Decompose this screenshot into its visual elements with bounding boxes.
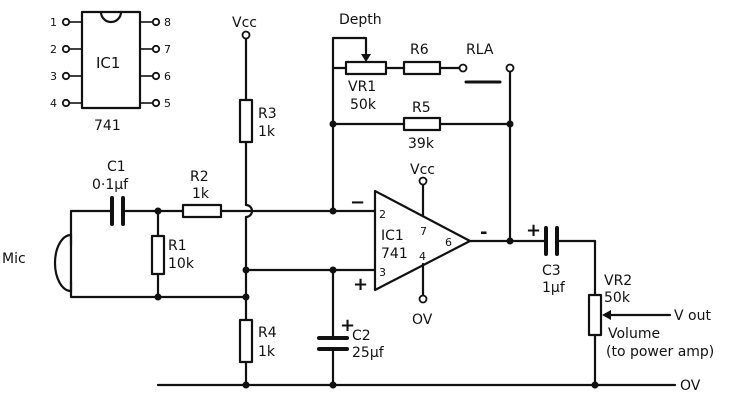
r6-name: R6 [410, 42, 429, 58]
r4-value: 1k [258, 344, 276, 360]
capacitor-c2: + C2 25µf [317, 268, 385, 387]
r5-value: 39k [408, 136, 435, 152]
c3-value: 1µf [542, 280, 566, 296]
resistor-r1: R1 10k [150, 209, 195, 299]
opamp-pin7: 7 [420, 225, 427, 238]
ic-pinout-name: IC1 [96, 54, 120, 72]
r5-name: R5 [412, 100, 431, 116]
resistor-r6: R6 [384, 42, 461, 76]
opamp-part: 741 [381, 246, 408, 262]
opamp-plus-sign: + [353, 274, 368, 295]
ic-pinout-part: 741 [94, 118, 121, 134]
ic-pin-label-7: 7 [164, 43, 171, 56]
relay-contact-rla: RLA [458, 42, 515, 84]
resistor-r5: R5 39k [331, 100, 512, 152]
rla-label: RLA [466, 42, 494, 58]
ic-pin-label-2: 2 [50, 43, 57, 56]
opamp-vcc-label: Vcc [410, 162, 435, 178]
resistor-r3: R3 1k [238, 98, 277, 144]
potentiometer-vr1: Depth VR1 50k [331, 12, 388, 113]
r2-value: 1k [192, 186, 210, 202]
resistor-r4: R4 1k [238, 268, 277, 387]
ic-pin-label-6: 6 [164, 70, 171, 83]
ic-pin-label-8: 8 [164, 16, 171, 29]
vr2-value: 50k [604, 290, 631, 306]
vr1-name: VR1 [348, 79, 376, 95]
c1-name: C1 [107, 159, 126, 175]
vr2-name: VR2 [604, 273, 632, 289]
vout-label: V out [674, 308, 711, 324]
potentiometer-vr2: VR2 50k V out Volume (to power amp) [587, 239, 714, 387]
opamp-ic1: Vcc OV − + - 2 3 7 4 6 IC1 741 [244, 162, 512, 328]
opamp-pin4: 4 [419, 250, 426, 263]
depth-label: Depth [339, 12, 382, 28]
ic-pin-label-4: 4 [50, 97, 57, 110]
opamp-pin2: 2 [379, 208, 386, 221]
c3-name: C3 [542, 263, 561, 279]
volume-label: Volume [608, 326, 660, 342]
r3-value: 1k [258, 124, 276, 140]
opamp-pin3: 3 [379, 266, 386, 279]
vcc-top-label: Vcc [232, 15, 257, 31]
opamp-ov-label: OV [412, 312, 433, 328]
mic-label: Mic [2, 251, 26, 267]
ic-pinout-notch [99, 10, 123, 24]
c1-value: 0·1µf [92, 177, 129, 193]
capacitor-c1: C1 0·1µf [92, 159, 185, 226]
r1-name: R1 [168, 238, 187, 254]
c2-value: 25µf [352, 345, 385, 361]
ov-rail-label: OV [680, 378, 701, 394]
c2-name: C2 [352, 328, 371, 344]
vcc-top-node: Vcc [232, 15, 257, 102]
c2-plus-sign: + [340, 315, 355, 336]
resistor-r2: R2 1k [181, 169, 335, 219]
to-power-amp-label: (to power amp) [606, 344, 714, 360]
r3-name: R3 [258, 106, 277, 122]
ground-rail: OV [156, 378, 701, 394]
r4-name: R4 [258, 325, 277, 341]
ic-pin-label-5: 5 [164, 97, 171, 110]
vr1-value: 50k [350, 97, 377, 113]
opamp-output-sign: - [480, 222, 487, 243]
ic-pinout: 1 2 3 4 8 7 6 5 IC1 741 [50, 10, 171, 134]
r2-name: R2 [190, 169, 209, 185]
opamp-name: IC1 [381, 228, 404, 244]
microphone: Mic [2, 233, 73, 293]
opamp-minus-sign: − [350, 192, 365, 213]
c3-plus-sign: + [526, 220, 541, 241]
r1-value: 10k [168, 256, 195, 272]
ic-pin-label-3: 3 [50, 70, 57, 83]
ic-pin-label-1: 1 [50, 16, 57, 29]
opamp-pin6: 6 [445, 236, 452, 249]
capacitor-c3: + C3 1µf [508, 220, 597, 296]
ic-pinout-body [80, 10, 142, 110]
